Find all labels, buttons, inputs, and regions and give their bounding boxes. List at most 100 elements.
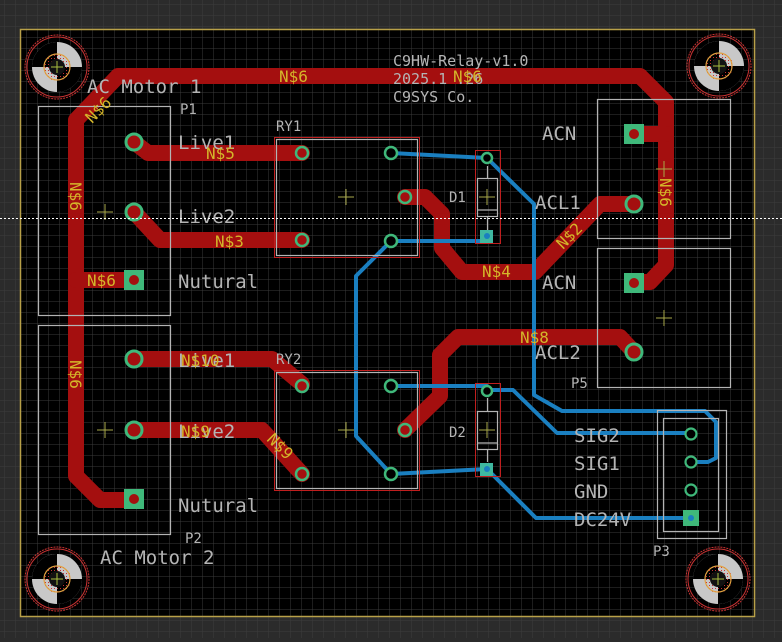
pad-p5-1-hole <box>629 129 639 139</box>
pad-ry2-2[interactable] <box>383 378 399 394</box>
board-title-line-1[interactable]: C9HW-Relay-v1.0 <box>393 52 528 70</box>
net-label-n3: N$3 <box>215 232 244 251</box>
net-label-n4: N$4 <box>482 262 511 281</box>
mounting-hole-bottom-left[interactable] <box>24 546 90 612</box>
p1-pin-1-label: Live1 <box>178 132 235 154</box>
p1-pin-3-label: Nutural <box>178 271 258 293</box>
pad-ry1-1[interactable] <box>294 145 310 161</box>
p5-bottom-outline[interactable] <box>596 247 732 389</box>
trace-b-d2-dc24v[interactable] <box>485 467 693 520</box>
mounting-hole-bottom-right[interactable] <box>685 546 751 612</box>
pad-d2-a[interactable] <box>480 384 494 398</box>
d1-body[interactable] <box>476 177 499 218</box>
board-outline[interactable] <box>19 28 756 618</box>
net-label-n9-a: N$9 <box>181 422 210 441</box>
p3-outline[interactable] <box>656 409 728 540</box>
pad-d1-a[interactable] <box>480 151 494 165</box>
pad-p2-3-hole <box>129 494 139 504</box>
p5-ref-label[interactable]: P5 <box>571 376 588 392</box>
net-label-n6-right: N$6 <box>656 178 675 207</box>
pad-p3-3[interactable] <box>684 483 698 497</box>
pad-p5-3-hole <box>629 278 639 288</box>
trace-n6-main[interactable] <box>68 68 674 508</box>
ry2-outline[interactable] <box>275 371 419 490</box>
p2-value-label[interactable]: AC Motor 2 <box>100 547 214 569</box>
pad-ry1-2[interactable] <box>383 145 399 161</box>
net-label-n10: N$10 <box>181 351 220 370</box>
pad-ry2-3[interactable] <box>397 422 413 438</box>
trace-n8[interactable] <box>397 329 642 438</box>
net-label-n6-left: N$6 <box>66 182 85 211</box>
p3-pin-4-label: DC24V <box>574 509 631 531</box>
pad-ry2-1[interactable] <box>294 378 310 394</box>
pad-p2-2[interactable] <box>124 420 144 440</box>
pad-p1-2[interactable] <box>124 202 144 222</box>
pad-p3-2[interactable] <box>684 455 698 469</box>
pad-p3-4-hole <box>688 515 694 521</box>
d1-courtyard <box>475 150 501 244</box>
pad-d2-k-hole <box>484 466 490 472</box>
net-label-n6-left-lower: N$6 <box>66 360 85 389</box>
p5-top-outline[interactable] <box>596 98 732 240</box>
p1-ref-label[interactable]: P1 <box>180 102 197 118</box>
pad-ry2-4[interactable] <box>294 466 310 482</box>
trace-b-ry2-d2k[interactable] <box>389 467 489 476</box>
trace-n4[interactable] <box>397 189 642 280</box>
net-label-n8: N$8 <box>520 328 549 347</box>
mounting-holes <box>24 33 752 612</box>
p3-ref-label[interactable]: P3 <box>653 544 670 560</box>
pad-ry1-3[interactable] <box>397 189 413 205</box>
net-label-title-overlay: N$6 <box>453 67 482 86</box>
pad-p1-1[interactable] <box>124 132 144 152</box>
board-title-line-2[interactable]: 2025.1 .26 <box>393 70 483 88</box>
pad-p5-2[interactable] <box>624 194 644 214</box>
trace-n3[interactable] <box>126 204 310 248</box>
silkscreen-layer <box>37 98 732 540</box>
p3-inner-outline <box>662 417 720 533</box>
pad-p3-1[interactable] <box>684 427 698 441</box>
p5-pin-3-label: ACN <box>542 272 576 294</box>
top-copper-layer <box>68 68 674 508</box>
p2-outline[interactable] <box>37 324 172 536</box>
pad-ry1-5[interactable] <box>383 233 399 249</box>
p1-pin-2-label: Live2 <box>178 206 235 228</box>
net-label-n6-top: N$6 <box>279 67 308 86</box>
p5-pin-4-label: ACL2 <box>535 342 581 364</box>
bottom-copper-layer <box>354 151 718 520</box>
mounting-hole-top-left[interactable] <box>24 34 90 100</box>
pad-d1-k-hole <box>484 233 490 239</box>
mounting-hole-top-right[interactable] <box>686 33 752 99</box>
trace-b-ry1-ry2[interactable] <box>354 239 393 476</box>
board-grid <box>20 29 754 616</box>
origin-markers <box>97 161 672 438</box>
p5-pin-1-label: ACN <box>542 123 576 145</box>
ry2-ref-label[interactable]: RY2 <box>276 352 301 368</box>
pad-ry2-5[interactable] <box>383 466 399 482</box>
p3-pin-1-label: SIG2 <box>574 425 620 447</box>
ry1-ref-label[interactable]: RY1 <box>276 119 301 135</box>
p1-outline[interactable] <box>37 105 172 317</box>
net-label-n5: N$5 <box>206 144 235 163</box>
p1-value-label[interactable]: AC Motor 1 <box>87 76 201 98</box>
p3-pin-2-label: SIG1 <box>574 453 620 475</box>
trace-n10[interactable] <box>126 351 310 392</box>
p2-pin-2-label: Live2 <box>178 421 235 443</box>
ry2-courtyard <box>274 370 420 491</box>
trace-n9[interactable] <box>126 422 310 482</box>
pad-p2-1[interactable] <box>124 349 144 369</box>
d2-courtyard <box>475 383 501 477</box>
ry1-outline[interactable] <box>275 138 419 257</box>
d1-ref-label[interactable]: D1 <box>449 190 466 206</box>
trace-b-ry1-d1[interactable] <box>389 151 718 464</box>
pad-p5-4[interactable] <box>624 342 644 362</box>
trace-n5[interactable] <box>126 134 310 161</box>
pad-p1-3-hole <box>129 275 139 285</box>
p2-pin-3-label: Nutural <box>178 495 258 517</box>
p2-ref-label[interactable]: P2 <box>185 531 202 547</box>
pad-ry1-4[interactable] <box>294 232 310 248</box>
board-title-line-3[interactable]: C9SYS Co. <box>393 88 474 106</box>
d2-ref-label[interactable]: D2 <box>449 425 466 441</box>
d2-body[interactable] <box>476 410 499 451</box>
p2-pin-1-label: Live1 <box>178 350 235 372</box>
